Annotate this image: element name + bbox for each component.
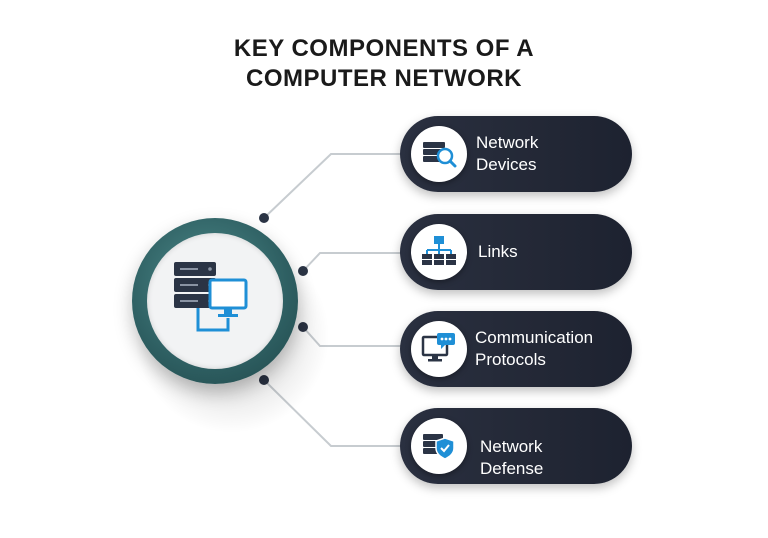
server-monitor-icon: [168, 256, 258, 351]
network-hierarchy-icon: [422, 236, 456, 265]
title-line-1: KEY COMPONENTS OF A: [233, 35, 535, 62]
component-icon-circle-1: [411, 126, 467, 182]
connector-dot-1: [259, 213, 269, 223]
connector-dot-4: [259, 375, 269, 385]
connector-line-1: [263, 153, 402, 219]
page-title: KEY COMPONENTS OF A COMPUTER NETWORK: [0, 34, 768, 94]
connector-line-2: [302, 252, 402, 272]
component-icon-circle-4: [411, 418, 467, 474]
connector-line-3: [302, 326, 402, 347]
connector-line-4: [263, 379, 402, 447]
component-label-1: Network Devices: [476, 133, 539, 174]
server-search-icon: [423, 142, 457, 168]
server-shield-icon: [423, 434, 455, 460]
component-label-3: Communication Protocols: [475, 328, 594, 369]
component-label-4: Network Defense: [480, 437, 544, 478]
connector-dot-3: [298, 322, 308, 332]
component-icon-circle-3: [411, 321, 467, 377]
title-line-2: COMPUTER NETWORK: [246, 65, 522, 92]
component-icon-circle-2: [411, 224, 467, 280]
component-label-2: Links: [478, 242, 518, 261]
connector-dot-2: [298, 266, 308, 276]
monitor-chat-icon: [421, 333, 455, 362]
